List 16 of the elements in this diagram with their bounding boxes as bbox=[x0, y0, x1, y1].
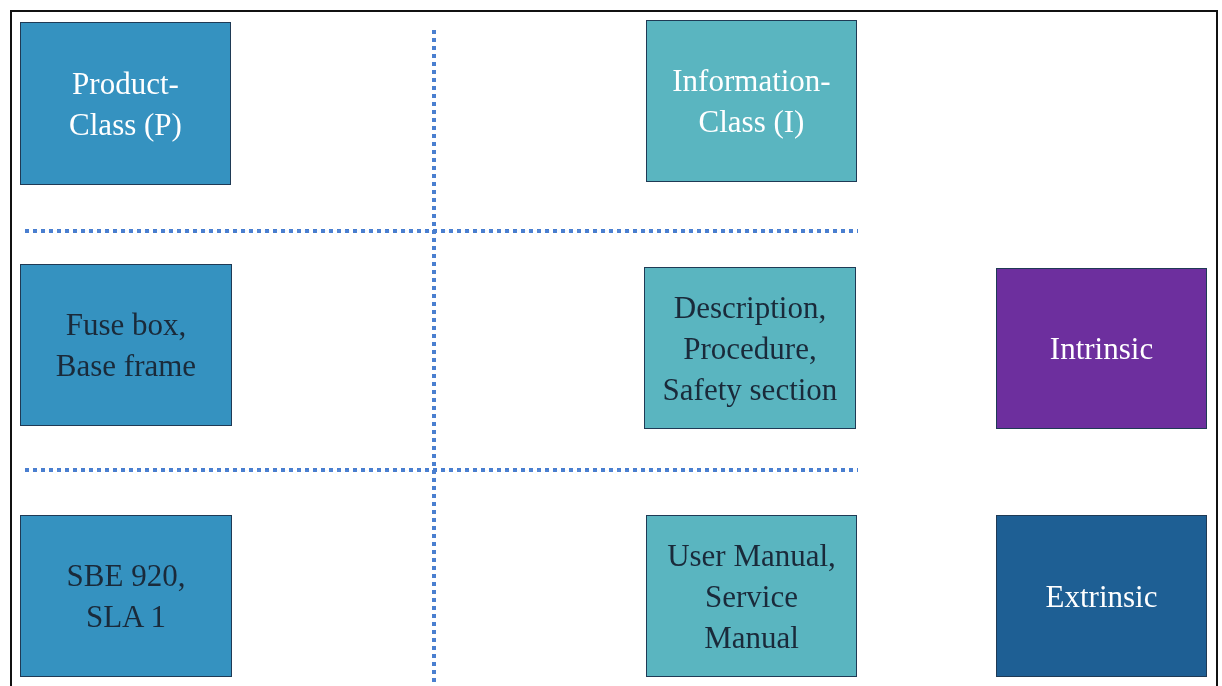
box-label: SBE 920, SLA 1 bbox=[65, 557, 187, 636]
example-box bbox=[644, 267, 856, 429]
example-box bbox=[646, 515, 857, 677]
box-label: Product-Class (P) bbox=[68, 64, 183, 144]
box-label: User Manual, Service Manual bbox=[666, 536, 837, 657]
box-label: Information-Class (I) bbox=[671, 62, 832, 141]
box-label: Extrinsic bbox=[1045, 577, 1158, 616]
box-label: Intrinsic bbox=[1049, 330, 1154, 368]
class-box bbox=[646, 20, 857, 182]
category-box bbox=[996, 515, 1207, 677]
box-label: Description, Procedure, Safety section bbox=[661, 288, 839, 409]
box-label: Fuse box, Base frame bbox=[54, 306, 198, 385]
class-box bbox=[20, 22, 231, 185]
example-box bbox=[20, 515, 232, 677]
example-box bbox=[20, 264, 232, 426]
category-box bbox=[996, 268, 1207, 429]
